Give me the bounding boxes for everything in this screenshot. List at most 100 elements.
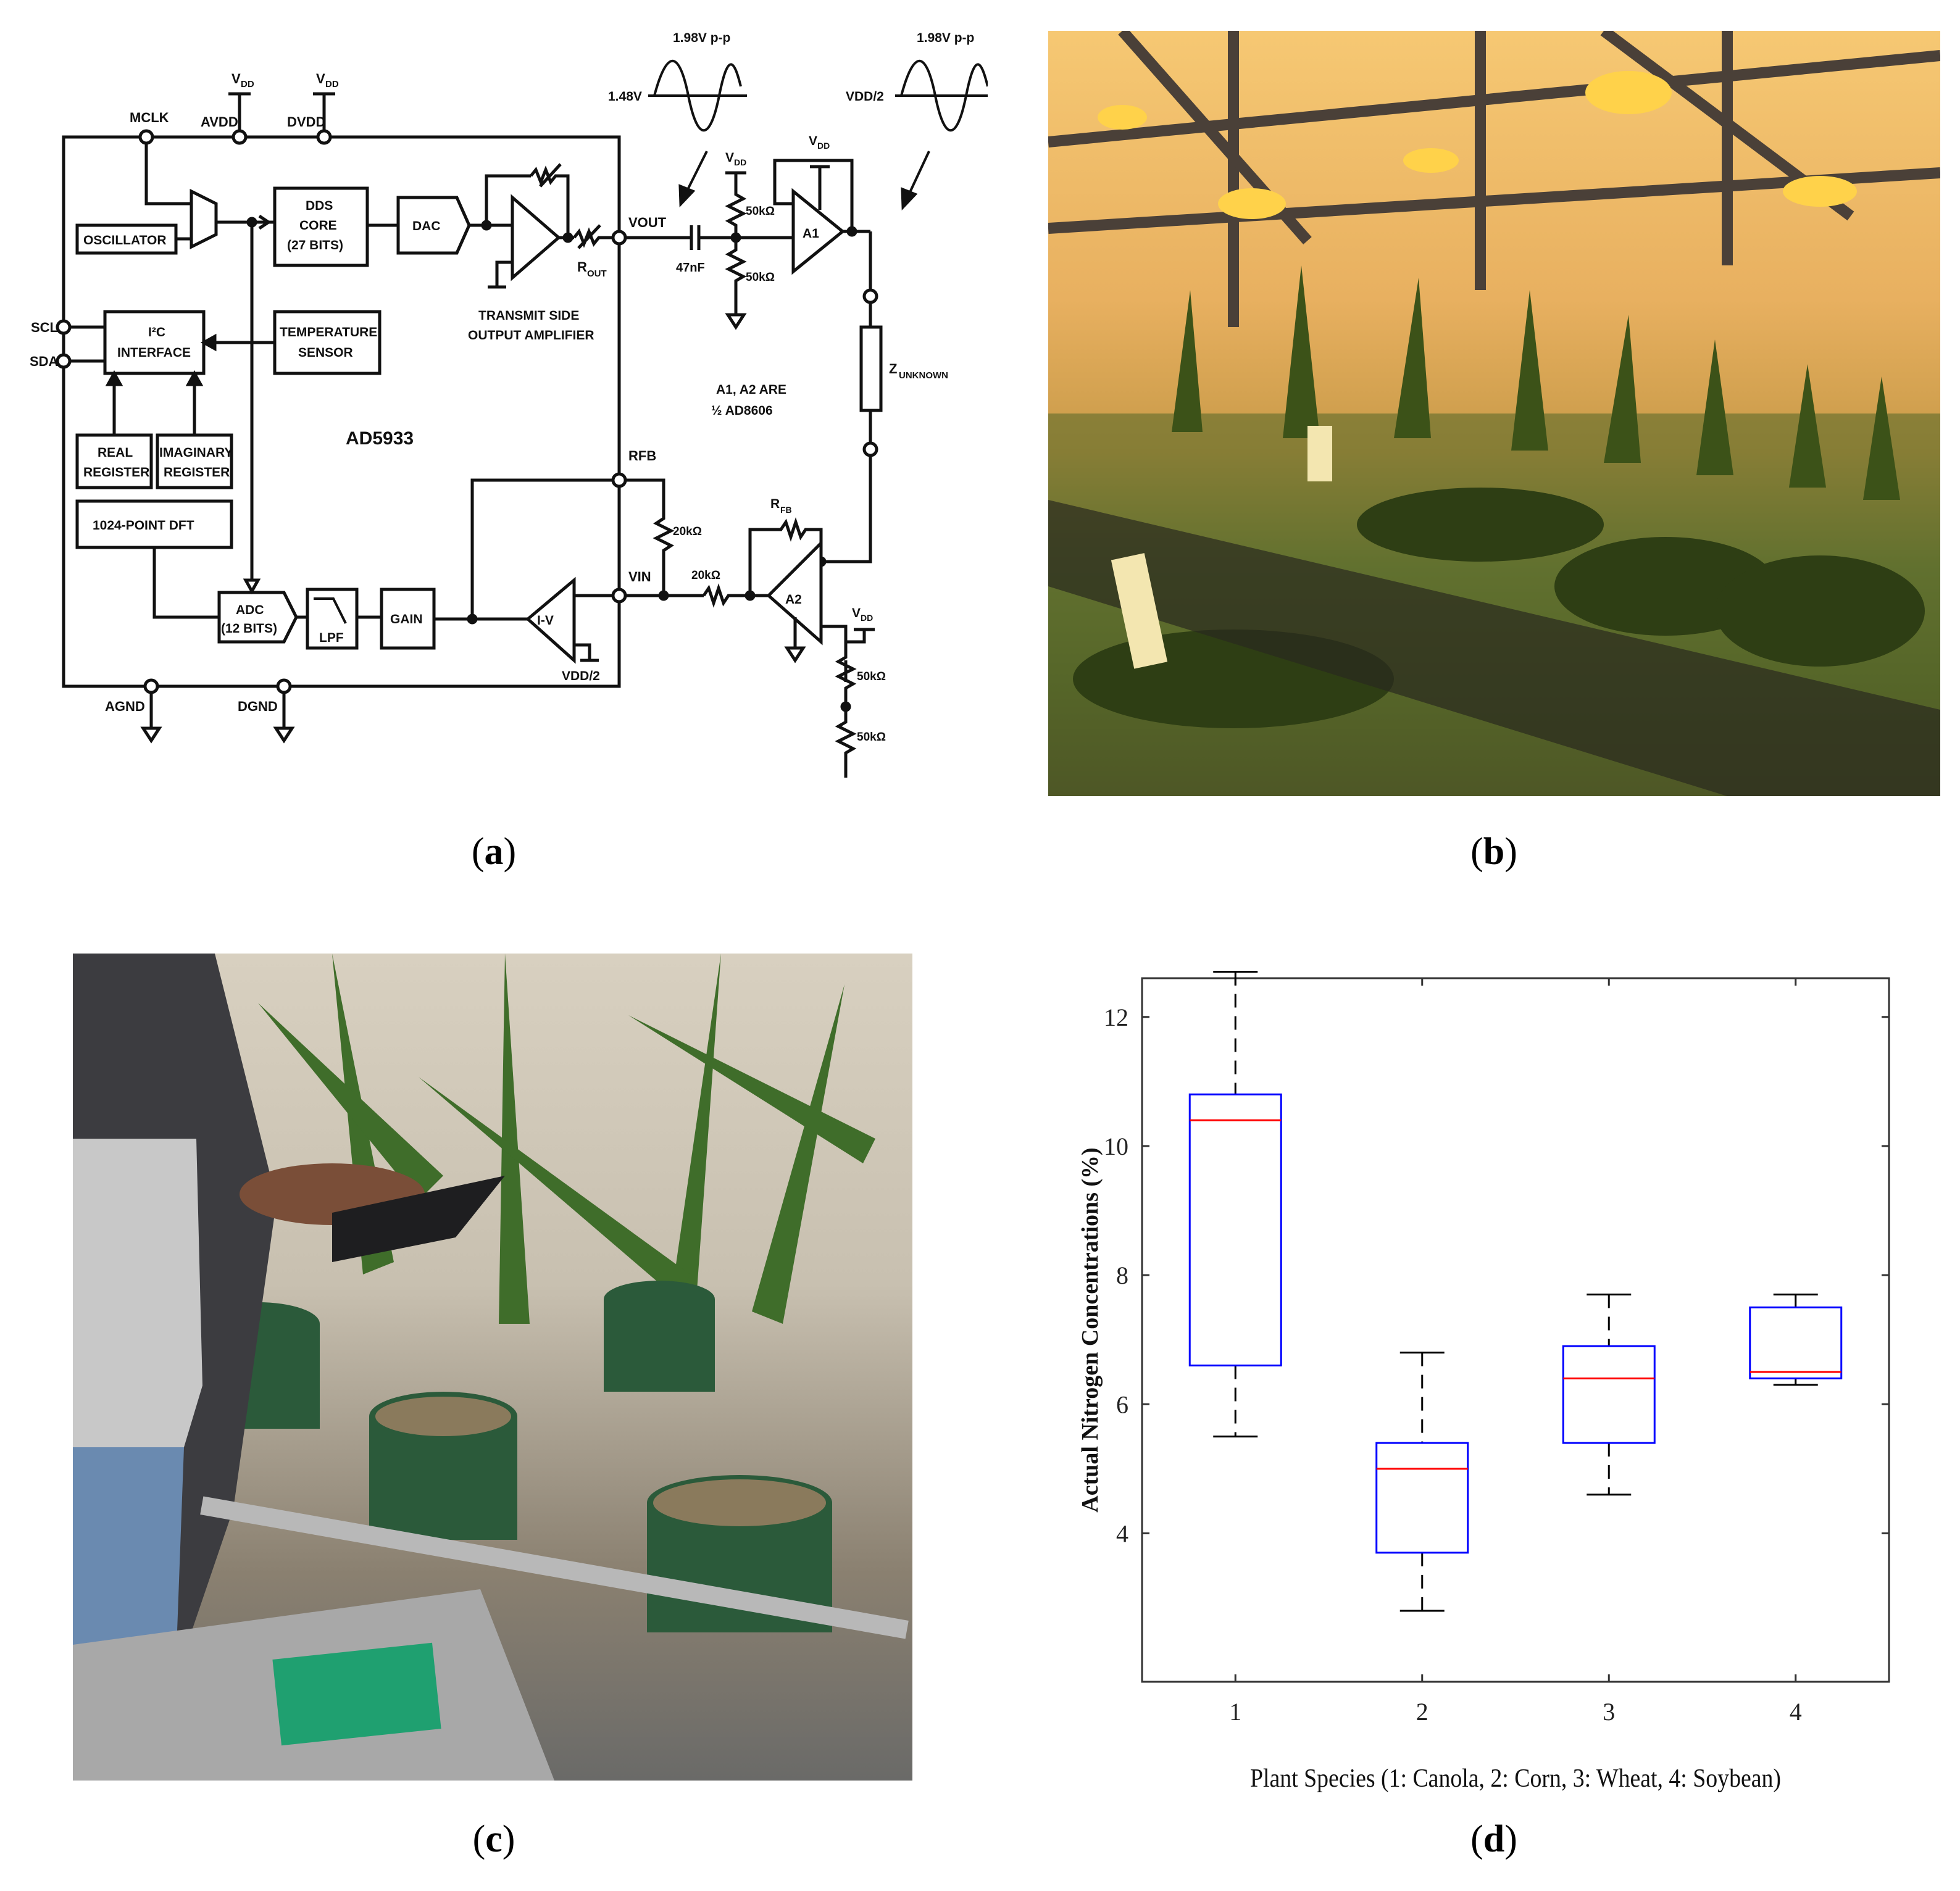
- sig1-offset: 1.48V: [608, 89, 642, 104]
- caption-a: (a): [471, 831, 517, 873]
- caption-c: (c): [472, 1818, 515, 1860]
- rout-sub: OUT: [587, 268, 607, 279]
- chip-name: AD5933: [346, 428, 414, 449]
- y-tick-label: 6: [1116, 1390, 1128, 1418]
- r50c-label: 50kΩ: [857, 670, 886, 683]
- panel-a-circuit-diagram: MCLK AVDD DVDD V DD V DD OSCILLATOR DDS …: [25, 25, 988, 784]
- chip-outline: [62, 135, 621, 688]
- r20b-label: 20kΩ: [691, 569, 720, 582]
- y-tick-label: 4: [1116, 1519, 1128, 1547]
- dgnd-label: DGND: [238, 699, 278, 714]
- temp-label-2: SENSOR: [298, 346, 353, 360]
- temp-label-1: TEMPERATURE: [280, 325, 377, 339]
- sda-label: SDA: [30, 354, 59, 369]
- agnd-label: AGND: [105, 699, 145, 714]
- adc-label-2: (12 BITS): [221, 621, 277, 636]
- rfb2-label: R: [770, 497, 780, 511]
- r50a-label: 50kΩ: [746, 205, 775, 218]
- lpf-label: LPF: [319, 631, 344, 645]
- a1-vdd2-sub: DD: [817, 141, 830, 151]
- box-1: [1188, 971, 1282, 1438]
- sig1-amp: 1.98V p-p: [673, 31, 730, 45]
- dac-label: DAC: [412, 219, 441, 233]
- a2-label: A2: [785, 592, 802, 607]
- vdd-label-2: V: [316, 71, 325, 86]
- x-tick-label: 3: [1603, 1698, 1615, 1726]
- x-tick-label: 1: [1229, 1698, 1241, 1726]
- cap-label: 47nF: [676, 261, 705, 275]
- panel-c-measurement-photo: [73, 954, 912, 1781]
- i2c-interface-block: [103, 310, 206, 375]
- panel-b-greenhouse-photo: [1048, 31, 1940, 796]
- transmit-label-1: TRANSMIT SIDE: [478, 309, 579, 323]
- a2-vdd: V: [852, 606, 861, 620]
- zunk-sub: UNKNOWN: [899, 370, 948, 381]
- circuit-svg: MCLK AVDD DVDD V DD V DD OSCILLATOR DDS …: [30, 31, 988, 778]
- adc-label-1: ADC: [236, 603, 264, 617]
- dac-block: [396, 196, 471, 255]
- i2c-label-2: INTERFACE: [117, 346, 191, 360]
- vdd-sub-2: DD: [325, 79, 339, 89]
- vdd-sub-1: DD: [241, 79, 254, 89]
- r50d-label: 50kΩ: [857, 731, 886, 744]
- x-tick-label: 4: [1790, 1698, 1802, 1726]
- r50b-label: 50kΩ: [746, 271, 775, 284]
- mclk-label: MCLK: [130, 110, 169, 125]
- caption-b: (b): [1470, 831, 1517, 873]
- caption-d: (d): [1470, 1818, 1517, 1860]
- box-2: [1375, 1352, 1469, 1612]
- box-3: [1562, 1293, 1656, 1496]
- real-label-1: REAL: [98, 446, 133, 460]
- y-axis-label: Actual Nitrogen Concentrations (%): [1077, 1147, 1103, 1512]
- vout-label: VOUT: [628, 215, 667, 230]
- a1-vdd-sub: DD: [734, 157, 746, 167]
- iv-label: I-V: [537, 613, 554, 628]
- imag-label-2: REGISTER: [164, 465, 230, 480]
- vdd2-label: VDD/2: [562, 669, 600, 683]
- dds-label-1: DDS: [306, 199, 333, 213]
- rfb2-sub: FB: [780, 505, 792, 515]
- a1-label: A1: [803, 227, 819, 241]
- are-label-1: A1, A2 ARE: [716, 383, 786, 397]
- dft-label: 1024-POINT DFT: [93, 518, 194, 533]
- greenhouse-illustration: [1048, 31, 1940, 796]
- transmit-amplifier: [511, 194, 561, 281]
- a1-vdd: V: [725, 151, 734, 165]
- i2c-label-1: I²C: [148, 325, 165, 339]
- rout-label: R: [577, 259, 587, 275]
- x-axis-label: Plant Species (1: Canola, 2: Corn, 3: Wh…: [1250, 1764, 1781, 1793]
- sig2-offset: VDD/2: [846, 89, 884, 104]
- imaginary-register-block: [156, 433, 233, 489]
- oscillator-label: OSCILLATOR: [83, 233, 167, 247]
- temperature-sensor-block: [273, 310, 382, 375]
- dds-label-3: (27 BITS): [287, 238, 343, 252]
- dds-label-2: CORE: [299, 218, 337, 233]
- are-label-2: ½ AD8606: [711, 404, 773, 418]
- a1-vdd2: V: [809, 134, 817, 148]
- iv-amplifier: [525, 576, 576, 664]
- transmit-label-2: OUTPUT AMPLIFIER: [468, 328, 594, 343]
- y-tick-label: 10: [1104, 1133, 1128, 1160]
- vin-label: VIN: [628, 569, 651, 584]
- y-tick-label: 8: [1116, 1261, 1128, 1289]
- iqr-box: [1375, 1442, 1469, 1554]
- x-tick-label: 2: [1416, 1698, 1428, 1726]
- vdd-label-1: V: [231, 71, 241, 86]
- real-label-2: REGISTER: [83, 465, 149, 480]
- a2-vdd-sub: DD: [861, 613, 873, 623]
- avdd-label: AVDD: [201, 114, 238, 130]
- plot-frame: [1141, 977, 1890, 1683]
- imag-label-1: IMAGINARY: [159, 446, 233, 460]
- rfb-label: RFB: [628, 448, 656, 463]
- measurement-illustration: [73, 954, 909, 1781]
- dvdd-label: DVDD: [287, 114, 325, 130]
- adc-block: [217, 591, 298, 644]
- iqr-box: [1562, 1345, 1656, 1444]
- real-register-block: [75, 433, 153, 489]
- r20a-label: 20kΩ: [673, 525, 702, 538]
- a1-amplifier: [791, 188, 845, 275]
- y-tick-label: 12: [1104, 1004, 1128, 1031]
- gain-label: GAIN: [390, 612, 423, 626]
- zunk-label: Z: [889, 361, 897, 376]
